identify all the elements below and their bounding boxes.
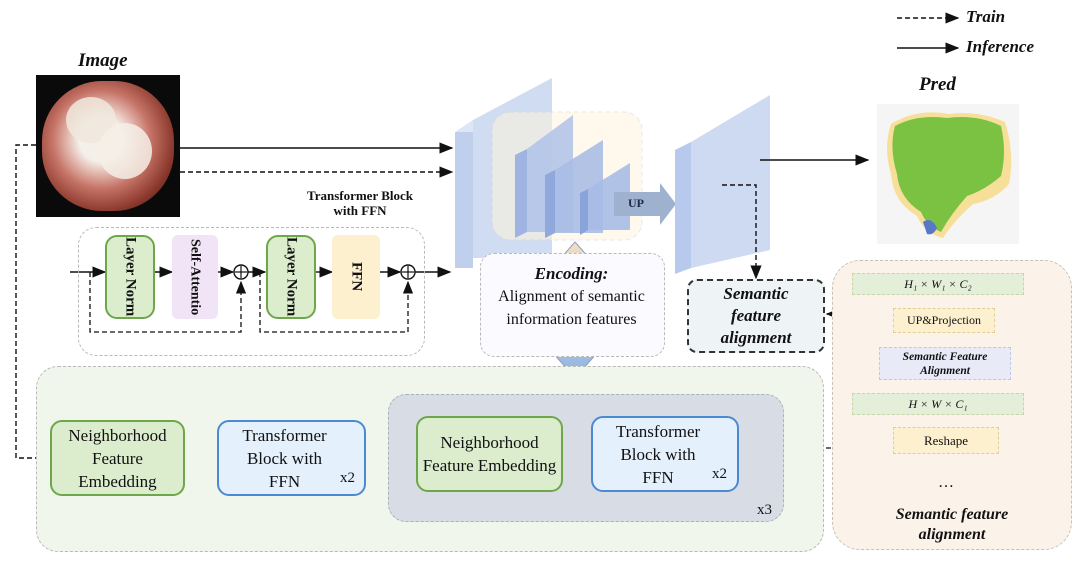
encoding-box [480, 253, 665, 357]
transformer-block-ffn-2: Transformer Block with FFN [591, 416, 739, 492]
tb-1-multiplier: x2 [340, 470, 355, 486]
input-image [36, 75, 180, 217]
pred-label: Pred [919, 74, 956, 95]
legend-train-label: Train [966, 7, 1006, 26]
dim-row-2: H × W × C₁ [852, 393, 1024, 415]
image-label: Image [78, 50, 128, 71]
self-attention-block: Self-Attentio [172, 235, 218, 319]
transformer-block-ffn-1: Transformer Block with FFN [217, 420, 366, 496]
neighborhood-feature-embedding-2: Neighborhood Feature Embedding [416, 416, 563, 492]
semantic-alignment-box: Semantic feature alignment [687, 279, 825, 353]
outer-multiplier: x3 [757, 502, 772, 518]
layer-norm-2: Layer Norm [266, 235, 316, 319]
up-arrow-icon [614, 183, 676, 225]
transformer-block-title: Transformer Block with FFN [306, 188, 414, 218]
legend-inference-label: Inference [966, 37, 1034, 56]
layer-norm-1: Layer Norm [105, 235, 155, 319]
reshape-block: Reshape [893, 427, 999, 454]
up-label: UP [628, 196, 644, 210]
prediction-mask [877, 104, 1019, 244]
ffn-block: FFN [332, 235, 380, 319]
encoding-description: Alignment of semantic information featur… [498, 288, 645, 328]
up-projection-block: UP&Projection [893, 308, 995, 333]
dim-row-1: H₁ × W₁ × C₂ [852, 273, 1024, 295]
encoding-title: Encoding: [534, 264, 609, 283]
right-panel-caption: Semantic feature alignment [895, 506, 1009, 543]
tb-2-multiplier: x2 [712, 466, 727, 482]
encoding-text-group: Encoding: Alignment of semantic informat… [484, 262, 659, 331]
token-ellipsis: … [938, 474, 954, 491]
neighborhood-feature-embedding-1: Neighborhood Feature Embedding [50, 420, 185, 496]
semantic-feature-alignment-block: Semantic Feature Alignment [879, 347, 1011, 380]
transformer-block-container [78, 227, 425, 356]
